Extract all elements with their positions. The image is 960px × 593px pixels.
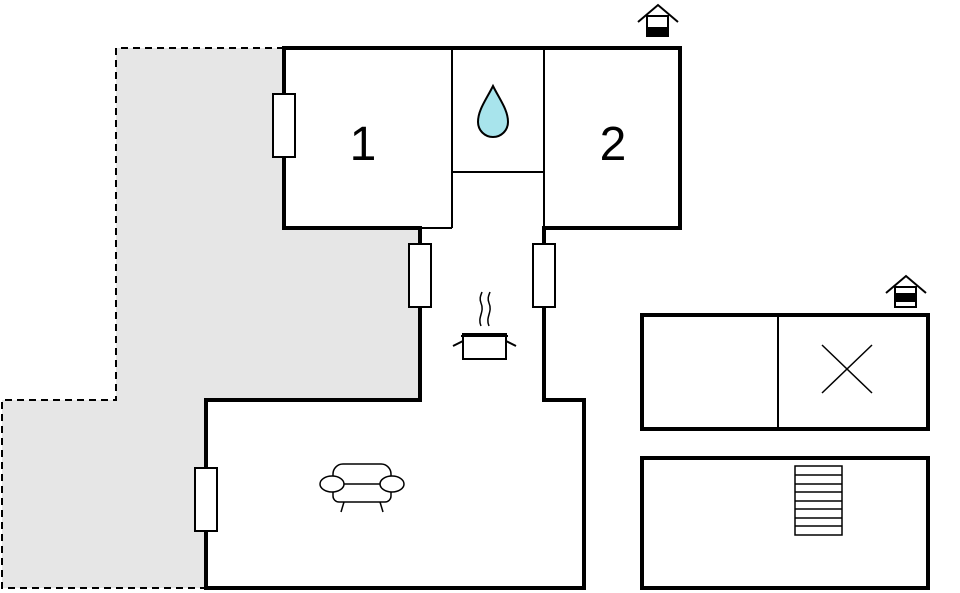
window xyxy=(408,243,432,308)
house-entrance-icon xyxy=(637,3,679,37)
room-2-label: 2 xyxy=(600,118,627,171)
sofa-icon xyxy=(319,463,405,513)
water-drop-icon xyxy=(476,83,510,138)
x-mark-icon xyxy=(821,344,873,394)
room-1-label: 1 xyxy=(350,118,377,171)
window xyxy=(272,93,296,158)
cooking-pot-icon xyxy=(452,291,517,360)
main-building-fill xyxy=(206,48,680,588)
window xyxy=(194,467,218,532)
terrace-dashed-outline xyxy=(1,47,284,589)
staircase-icon xyxy=(794,465,843,536)
annex-room-3-building xyxy=(640,456,930,590)
house-entrance-icon xyxy=(885,274,927,308)
annex-storage-building xyxy=(640,313,930,431)
window xyxy=(532,243,556,308)
terrace-area xyxy=(2,48,420,588)
